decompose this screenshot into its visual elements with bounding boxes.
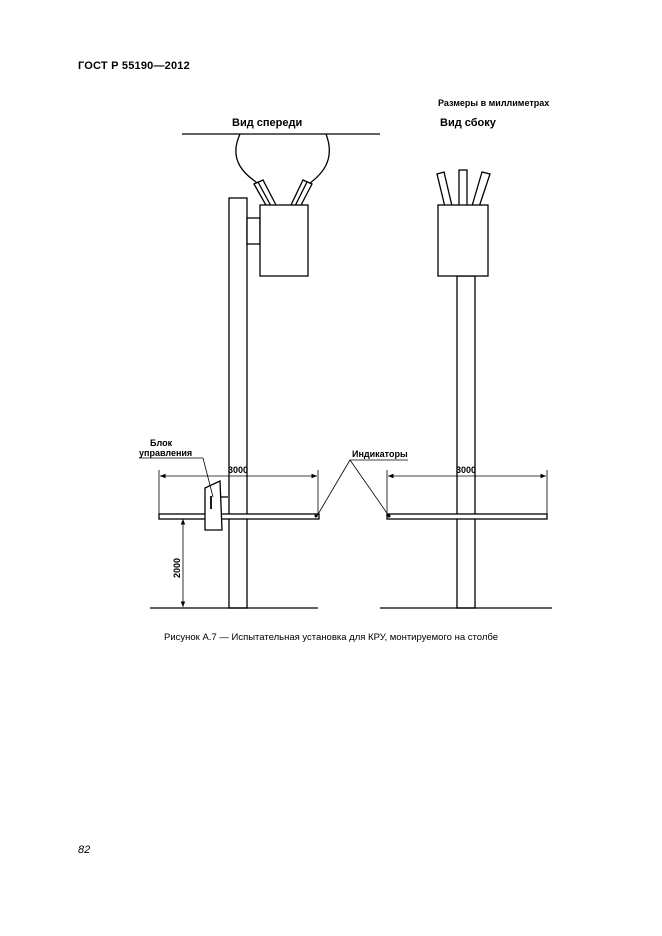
side-view-title: Вид сбоку [440,117,497,129]
drop-wire-right [305,133,331,187]
page-number: 82 [78,844,91,856]
figure-caption: Рисунок А.7 — Испытательная установка дл… [164,632,498,643]
side-dimensions [386,470,548,514]
mounting-bracket [246,217,261,245]
control-unit-leader [139,457,214,498]
standard-header: ГОСТ Р 55190—2012 [78,60,190,72]
front-view-drawing [150,133,380,609]
drop-wire-left [235,133,263,187]
bushing-left [253,179,277,208]
front-dimensions [158,470,319,607]
dim-width-side-label: 3000 [456,465,476,475]
pole-front [228,197,248,609]
control-unit-label-2: управления [139,448,192,458]
platform-side [386,513,548,520]
indicators-label: Индикаторы [352,449,408,459]
side-bushing-right [471,171,491,208]
side-bushing-left [436,171,453,208]
dim-width-front-label: 3000 [228,465,248,475]
side-view-drawing [380,169,552,609]
pole-side [456,275,476,609]
indicators-leaders [316,459,408,517]
front-view-title: Вид спереди [232,117,302,129]
dim-height-label: 2000 [172,558,182,578]
switchgear-box-side [437,204,489,277]
switchgear-box-front [259,204,309,277]
platform-front [158,513,320,520]
control-unit [204,479,223,531]
control-unit-label-1: Блок [150,438,173,448]
indicator-front [314,514,318,518]
units-note: Размеры в миллиметрах [438,98,549,108]
side-bushing-center [458,169,468,207]
indicator-side [387,514,391,518]
bushing-right [290,179,313,208]
